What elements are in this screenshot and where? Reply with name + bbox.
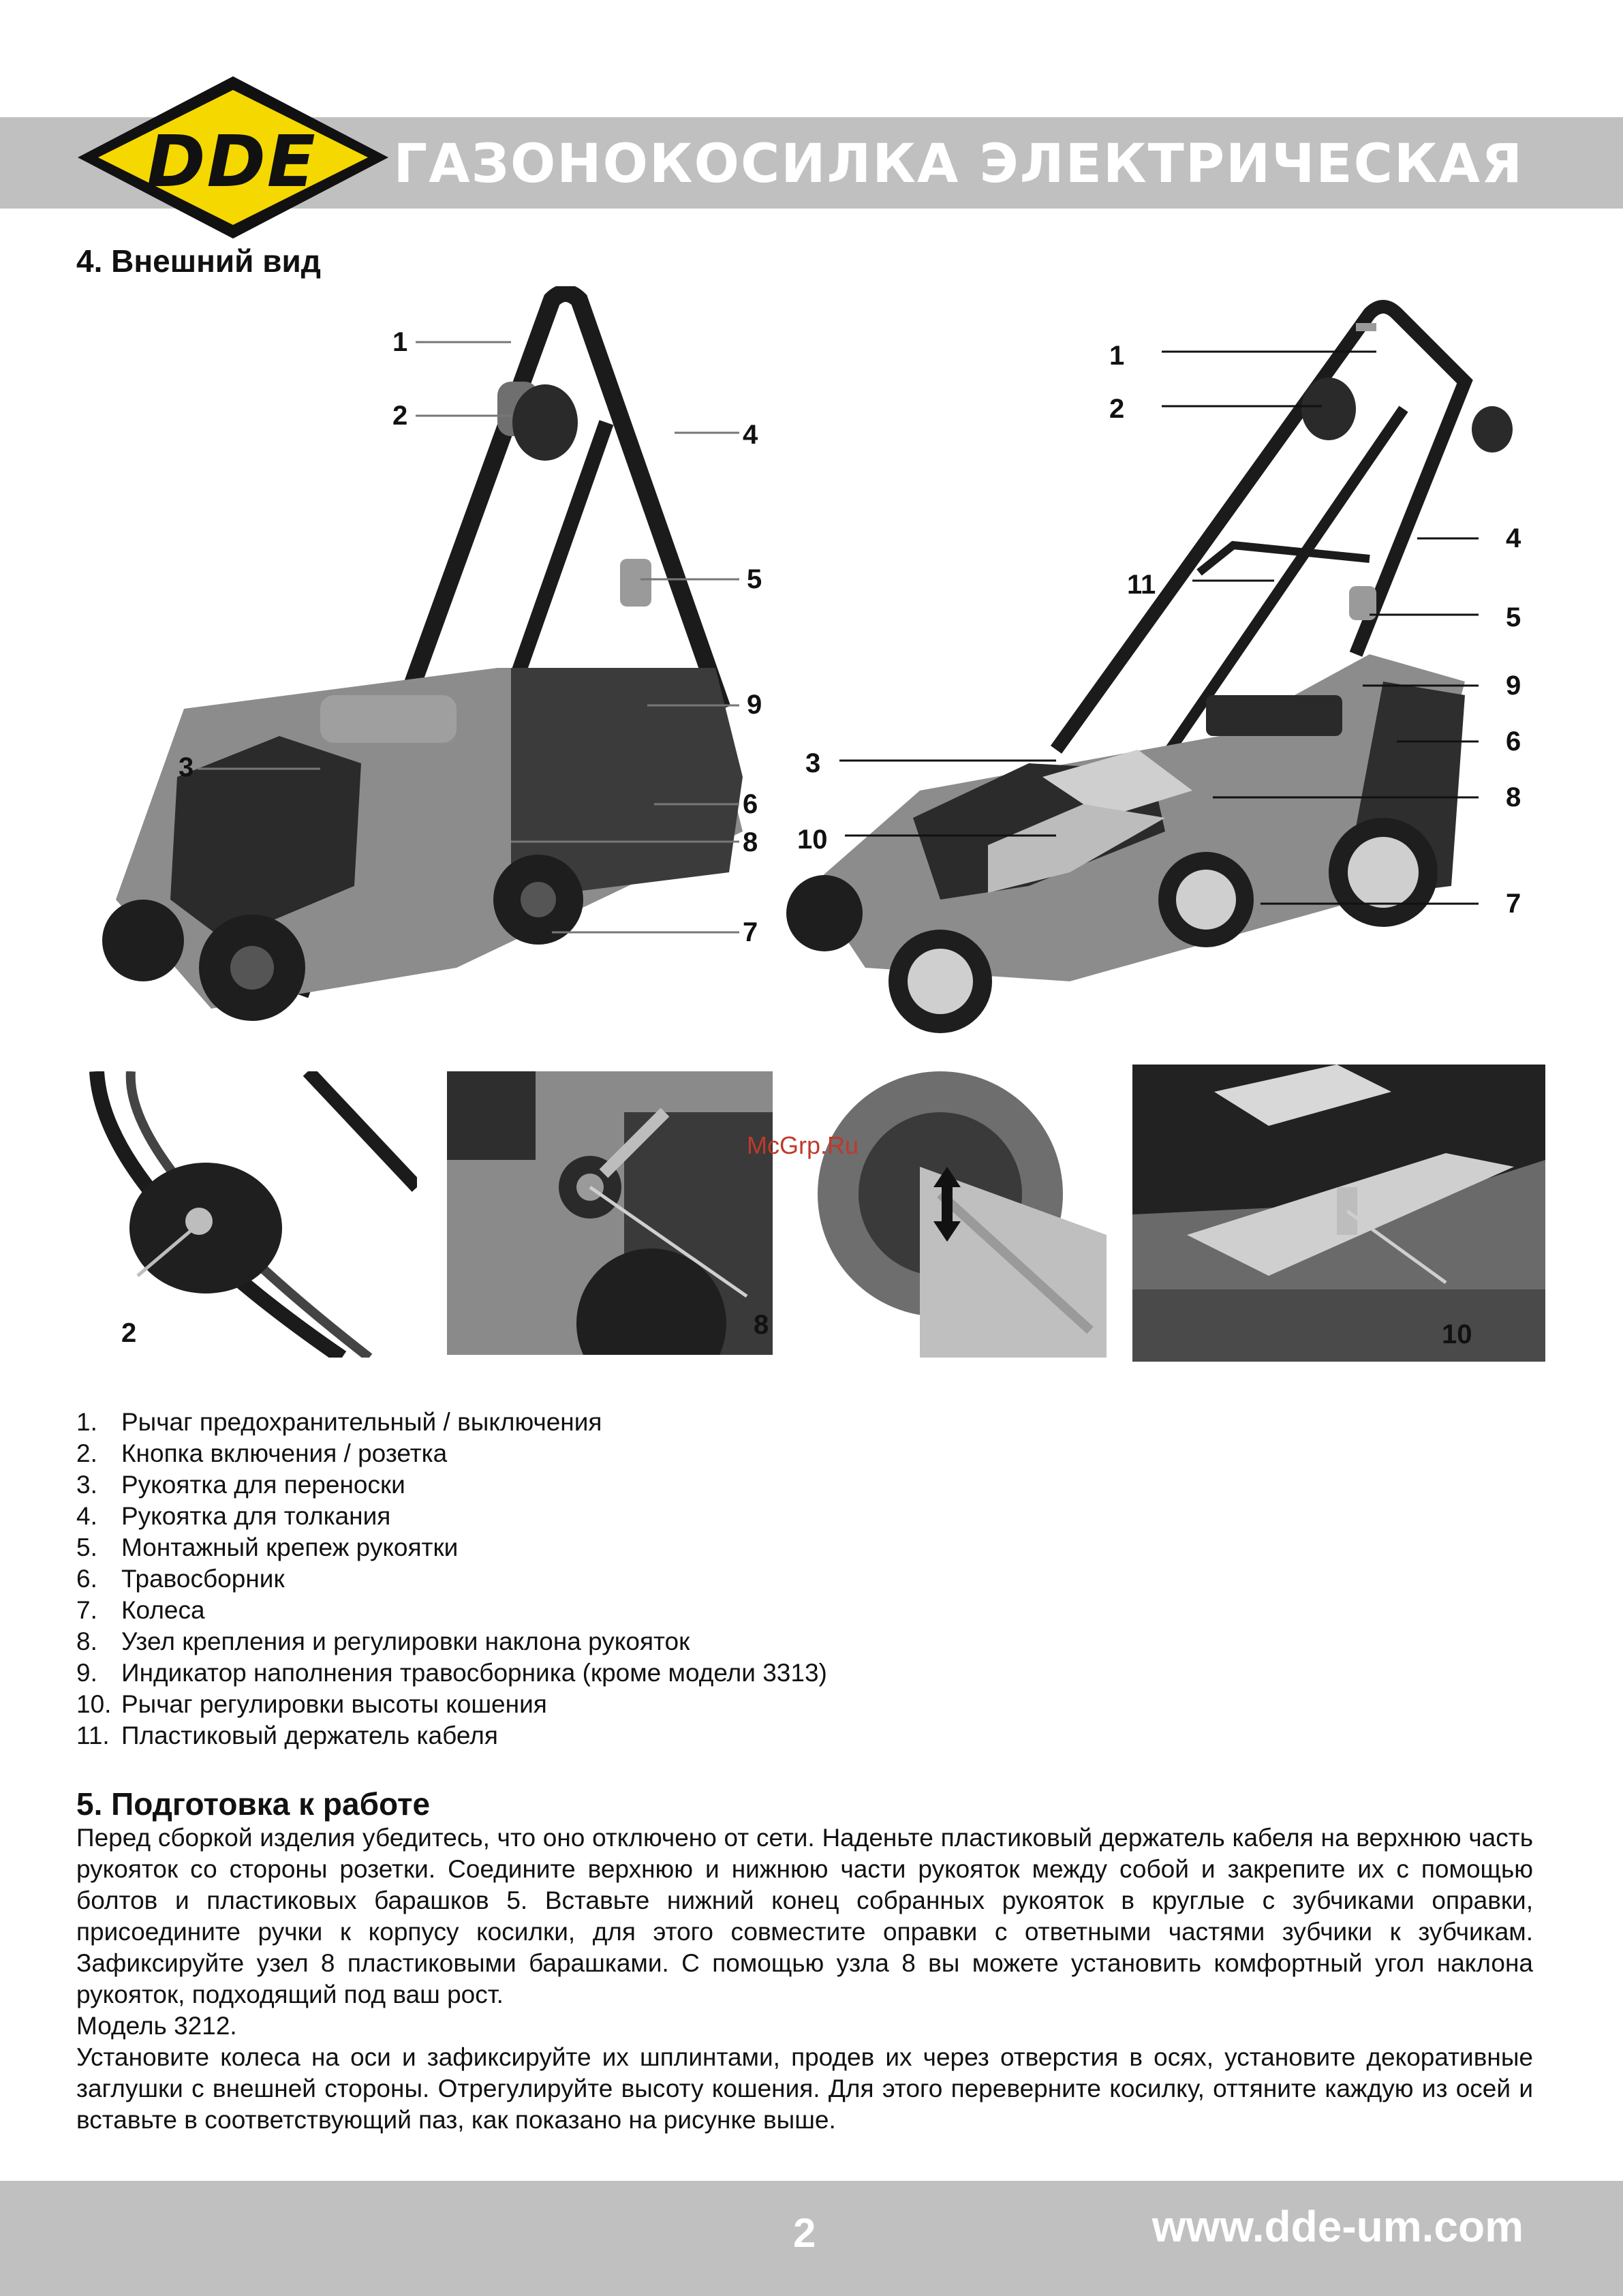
footer-url[interactable]: www.dde-um.com (1151, 2202, 1524, 2251)
list-item: 4.Рукоятка для толкания (76, 1502, 391, 1530)
callout-11-right: 11 (1127, 570, 1156, 600)
paragraph-assembly: Перед сборкой изделия убедитесь, что оно… (76, 1824, 1533, 2008)
section-4-title: 4. Внешний вид (76, 243, 321, 279)
list-item: 2.Кнопка включения / розетка (76, 1439, 448, 1467)
callout-4-left: 4 (743, 420, 758, 450)
detail-label-10: 10 (1442, 1319, 1472, 1349)
detail-photo-switch (83, 1071, 417, 1358)
callout-1-left: 1 (392, 327, 408, 357)
parts-list: 1.Рычаг предохранительный / выключения 2… (76, 1407, 1548, 1751)
callout-2-right: 2 (1109, 394, 1125, 424)
page-number: 2 (793, 2210, 816, 2256)
dde-logo (78, 76, 388, 239)
list-item: 5.Монтажный крепеж рукоятки (76, 1533, 459, 1561)
list-item: 1.Рычаг предохранительный / выключения (76, 1408, 602, 1436)
callout-3-left: 3 (179, 752, 194, 782)
list-item: 6.Травосборник (76, 1565, 285, 1593)
paragraph-model: Модель 3212. (76, 2012, 237, 2040)
callout-7-right: 7 (1506, 889, 1521, 919)
callout-3-right: 3 (805, 748, 821, 778)
detail-photo-wheel-axle (818, 1071, 1107, 1358)
callout-9-left: 9 (747, 690, 762, 720)
detail-label-2: 2 (121, 1318, 137, 1348)
callout-2-left: 2 (392, 401, 408, 431)
list-item: 7.Колеса (76, 1596, 205, 1624)
callout-8-left: 8 (743, 827, 758, 857)
callout-6-left: 6 (743, 789, 758, 819)
section-5-title: 5. Подготовка к работе (76, 1786, 431, 1822)
callout-6-right: 6 (1506, 726, 1521, 756)
document-title: ГАЗОНОКОСИЛКА ЭЛЕКТРИЧЕСКАЯ (393, 134, 1524, 195)
list-item: 10.Рычаг регулировки высоты кошения (76, 1690, 547, 1718)
paragraph-wheels: Установите колеса на оси и зафиксируйте … (76, 2043, 1533, 2134)
callout-4-right: 4 (1506, 523, 1521, 553)
mower-figure-right (784, 300, 1560, 1043)
callout-5-left: 5 (747, 564, 762, 594)
list-item: 8.Узел крепления и регулировки наклона р… (76, 1627, 690, 1655)
list-item: 3.Рукоятка для переноски (76, 1471, 405, 1499)
list-item: 9.Индикатор наполнения травосборника (кр… (76, 1659, 827, 1687)
logo-text: DDE (146, 120, 317, 203)
list-item: 11.Пластиковый держатель кабеля (76, 1721, 498, 1749)
callout-10-right: 10 (797, 825, 828, 855)
detail-photo-height-lever (1132, 1065, 1545, 1362)
detail-label-8: 8 (754, 1310, 769, 1340)
detail-photo-handle-joint (447, 1071, 773, 1355)
mower-figure-left (75, 286, 784, 1043)
callout-8-right: 8 (1506, 782, 1521, 812)
callout-5-right: 5 (1506, 602, 1521, 632)
watermark: McGrp.Ru (747, 1131, 859, 1159)
callout-1-right: 1 (1109, 341, 1125, 371)
footer-band (0, 2181, 1623, 2296)
callout-9-right: 9 (1506, 671, 1521, 701)
callout-7-left: 7 (743, 917, 758, 947)
